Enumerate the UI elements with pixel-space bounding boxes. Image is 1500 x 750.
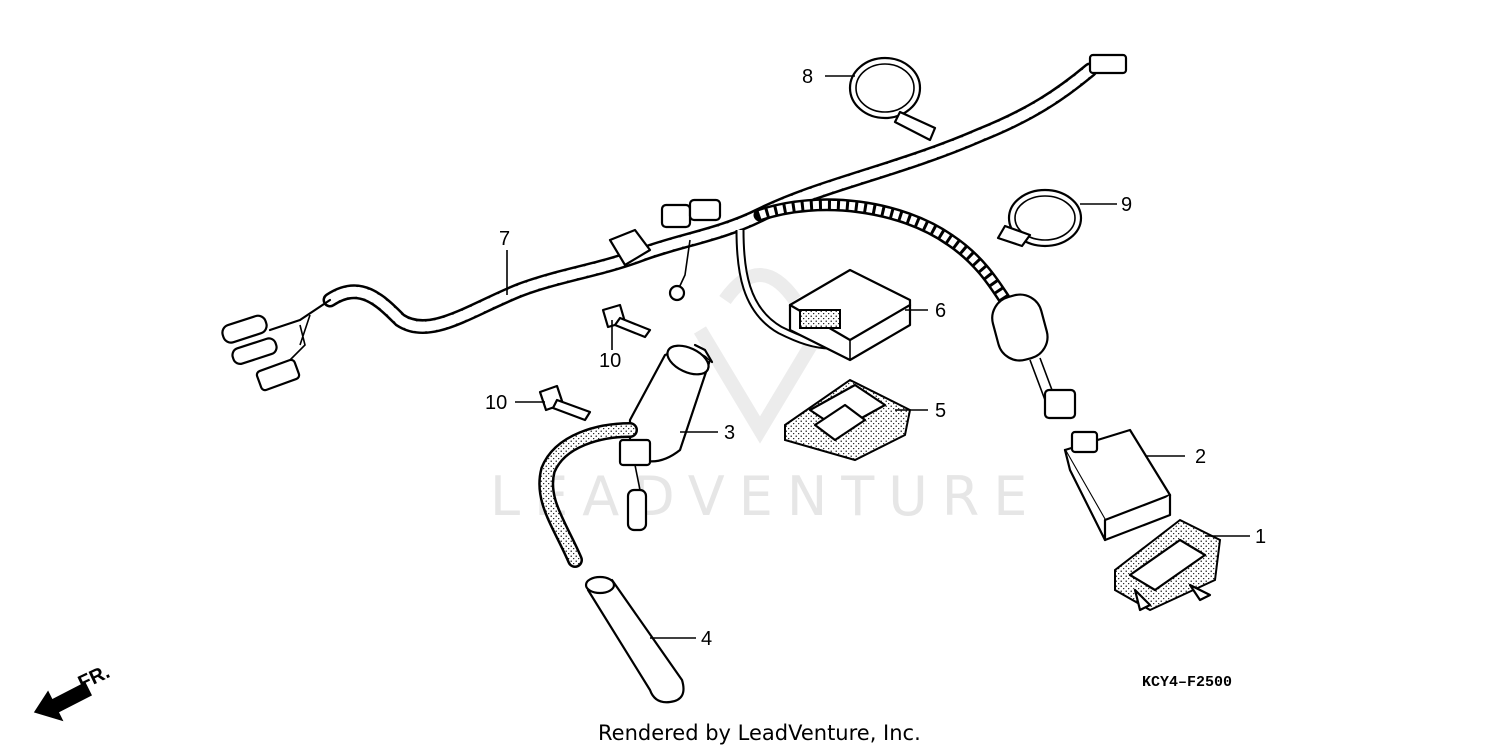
leader-lines [506, 75, 1250, 639]
watermark: LEADVENTURE [490, 268, 1041, 528]
cdi-unit [788, 268, 912, 362]
callout-7: 7 [499, 228, 510, 250]
inline-component [991, 293, 1049, 362]
cable-band-8 [848, 56, 937, 142]
spark-plug-cap [584, 575, 685, 704]
bolt-lower [538, 384, 592, 422]
harness-connector [1043, 388, 1077, 420]
cable-band-9 [996, 188, 1083, 248]
diagram-code: KCY4–F2500 [1142, 674, 1232, 691]
callout-10-lower: 10 [485, 392, 507, 414]
ignition-coil [538, 343, 714, 568]
callout-4: 4 [701, 628, 712, 650]
arrow-icon [33, 681, 93, 722]
callout-9: 9 [1121, 194, 1132, 216]
callout-5: 5 [935, 400, 946, 422]
callout-8: 8 [802, 66, 813, 88]
rubber-mount [784, 378, 912, 462]
spade-connector [255, 358, 301, 392]
watermark-logo [693, 326, 827, 444]
callout-10-upper: 10 [599, 350, 621, 372]
callout-6: 6 [935, 300, 946, 322]
harness-connector [660, 203, 692, 229]
watermark-text: LEADVENTURE [490, 465, 1041, 528]
bolt-upper [601, 303, 652, 339]
ground-terminal [668, 284, 686, 302]
render-credit: Rendered by LeadVenture, Inc. [598, 721, 921, 745]
harness-connector [608, 228, 652, 267]
bullet-connector [221, 314, 268, 344]
callout-2: 2 [1195, 446, 1206, 468]
bullet-connector [231, 337, 278, 365]
wire-harness [221, 53, 1128, 420]
regulator-mount [1114, 518, 1222, 612]
regulator-rectifier [1063, 428, 1172, 542]
callout-3: 3 [724, 422, 735, 444]
harness-connector [688, 198, 722, 222]
harness-connector [1088, 53, 1128, 75]
watermark-logo-arc [719, 268, 801, 305]
callout-1: 1 [1255, 526, 1266, 548]
front-arrow: FR. [33, 661, 113, 722]
